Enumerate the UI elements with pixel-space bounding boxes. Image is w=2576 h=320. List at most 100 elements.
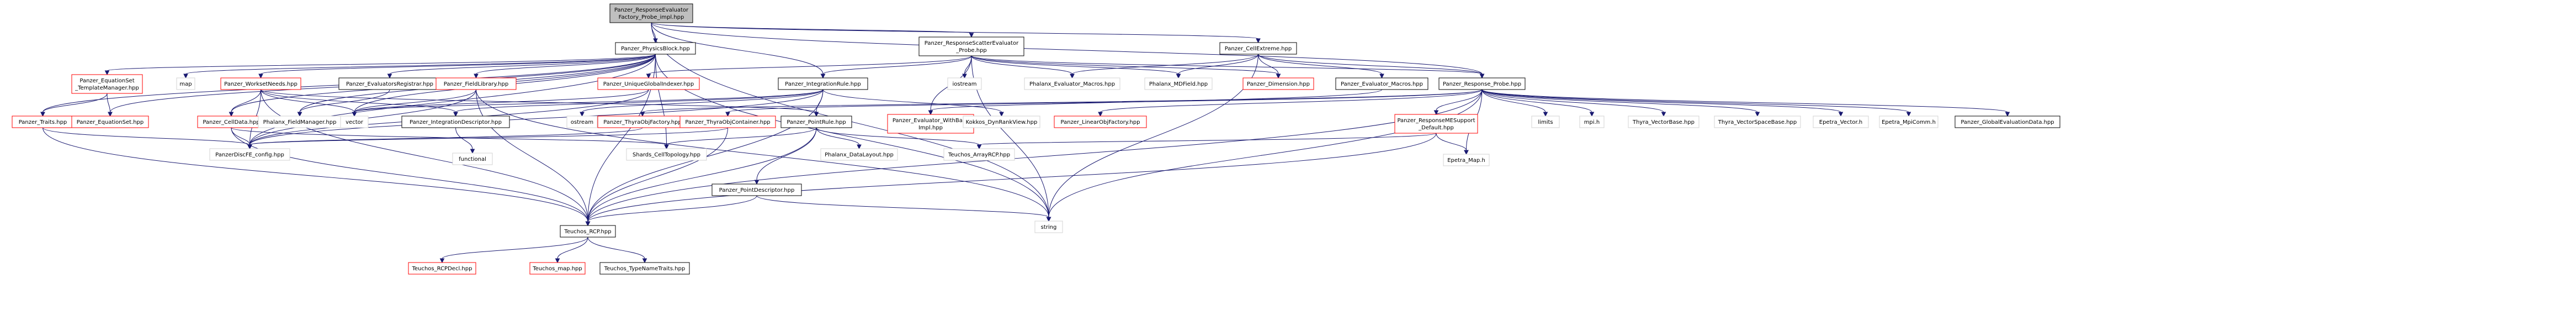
edge-scatter-eval-to-response-probe <box>971 55 1485 79</box>
edge-panzer-eval-macros-to-eval-withbase <box>928 89 1382 116</box>
node-label: Panzer_PhysicsBlock.hpp <box>621 46 690 52</box>
node-box <box>947 77 982 90</box>
edge-integrationrule-to-intdescriptor <box>453 89 824 117</box>
node-responsemesupport[interactable]: Panzer_ResponseMESupport_Default.hpp <box>1394 114 1478 134</box>
node-box <box>820 148 898 161</box>
node-box <box>435 77 517 90</box>
edge-response-probe-to-teuchos-rcp <box>585 89 1483 227</box>
node-map: map <box>176 77 195 90</box>
node-box <box>1034 221 1063 233</box>
node-label: Teuchos_ArrayRCP.hpp <box>948 152 1010 158</box>
node-label: ostream <box>571 119 593 125</box>
node-config: PanzerDiscFE_config.hpp <box>209 148 290 161</box>
node-eqset-base[interactable]: Panzer_EquationSet.hpp <box>71 116 149 128</box>
node-celldata[interactable]: Panzer_CellData.hpp <box>197 116 265 128</box>
node-globalevaldata[interactable]: Panzer_GlobalEvaluationData.hpp <box>1954 116 2060 128</box>
node-physicsblock[interactable]: Panzer_PhysicsBlock.hpp <box>615 42 696 55</box>
node-teuchos-map[interactable]: Teuchos_map.hpp <box>529 262 586 275</box>
node-label: _Default.hpp <box>1418 125 1454 131</box>
node-traits[interactable]: Panzer_Traits.hpp <box>12 116 74 128</box>
node-dimension[interactable]: Panzer_Dimension.hpp <box>1242 77 1314 90</box>
node-box <box>71 116 149 128</box>
edge-responsemesupport-to-epetra-map <box>1436 133 1469 155</box>
edge-evalregistrar-to-phalanx-fieldmgr <box>297 89 390 117</box>
node-intdescriptor[interactable]: Panzer_IntegrationDescriptor.hpp <box>401 116 510 128</box>
node-teuchos-typenametraits[interactable]: Teuchos_TypeNameTraits.hpp <box>599 262 690 275</box>
edge-scatter-eval-to-dimension <box>971 55 1281 79</box>
node-integrationrule[interactable]: Panzer_IntegrationRule.hpp <box>778 77 868 90</box>
node-label: functional <box>459 156 486 162</box>
node-box <box>1714 116 1801 128</box>
node-pointrule[interactable]: Panzer_PointRule.hpp <box>780 116 852 128</box>
edge-responsemesupport-to-teuchos-arrayrcp <box>976 133 1437 150</box>
node-root[interactable]: Panzer_ResponseEvaluatorFactory_Probe_im… <box>609 3 693 23</box>
node-phalanx-eval-macros: Phalanx_Evaluator_Macros.hpp <box>1024 77 1120 90</box>
node-box <box>1335 77 1428 90</box>
node-cellextreme[interactable]: Panzer_CellExtreme.hpp <box>1219 42 1297 55</box>
edge-teuchos-rcp-to-teuchos-typenametraits <box>587 237 647 264</box>
node-fieldlibrary[interactable]: Panzer_FieldLibrary.hpp <box>435 77 517 90</box>
edge-root-to-cellextreme <box>651 22 1261 44</box>
node-response-probe[interactable]: Panzer_Response_Probe.hpp <box>1438 77 1526 90</box>
node-pointdescriptor[interactable]: Panzer_PointDescriptor.hpp <box>711 183 802 196</box>
edge-eqset-tm-to-traits <box>40 93 108 117</box>
node-label: Panzer_ResponseEvaluator <box>614 7 689 13</box>
node-label: Panzer_IntegrationDescriptor.hpp <box>410 119 502 125</box>
node-label: PanzerDiscFE_config.hpp <box>215 152 284 158</box>
node-eqset-tm[interactable]: Panzer_EquationSet_TemplateManager.hpp <box>71 74 143 94</box>
node-box <box>176 77 195 90</box>
edge-cellextreme-to-phalanx-mdfield <box>1176 54 1258 79</box>
node-box <box>599 262 690 275</box>
edge-pointrule-to-pointdescriptor <box>754 127 817 185</box>
edge-worksetneeds-to-celldata <box>229 89 261 117</box>
node-teuchos-arrayrcp: Teuchos_ArrayRCP.hpp <box>943 148 1015 161</box>
node-teuchos-rcpdecl[interactable]: Teuchos_RCPDecl.hpp <box>408 262 476 275</box>
node-linearobjfactory[interactable]: Panzer_LinearObjFactory.hpp <box>1054 116 1147 128</box>
node-label: Impl.hpp <box>918 125 943 131</box>
node-uniqueglobal[interactable]: Panzer_UniqueGlobalIndexer.hpp <box>597 77 700 90</box>
node-thyraobjfactory[interactable]: Panzer_ThyraObjFactory.hpp <box>597 116 688 128</box>
node-epetra-map: Epetra_Map.h <box>1443 154 1490 166</box>
node-label: Epetra_Vector.h <box>1819 119 1862 125</box>
node-box <box>1579 116 1605 128</box>
node-thyra-vectorspacebase: Thyra_VectorSpaceBase.hpp <box>1714 116 1801 128</box>
node-ostream: ostream <box>566 116 598 128</box>
node-box <box>220 77 301 90</box>
node-label: mpi.h <box>1584 119 1600 125</box>
node-panzer-eval-macros[interactable]: Panzer_Evaluator_Macros.hpp <box>1335 77 1428 90</box>
node-label: Thyra_VectorSpaceBase.hpp <box>1718 119 1797 125</box>
node-label: Panzer_FieldLibrary.hpp <box>444 81 508 87</box>
node-label: Panzer_EquationSet <box>79 78 134 84</box>
node-label: Epetra_Map.h <box>1447 158 1485 164</box>
node-label: Panzer_Evaluator_Macros.hpp <box>1341 81 1423 87</box>
node-label: Panzer_EvaluatorsRegistrar.hpp <box>346 81 433 87</box>
node-thyraobjcontainer[interactable]: Panzer_ThyraObjContainer.hpp <box>679 116 776 128</box>
node-box <box>1438 77 1526 90</box>
node-box <box>1144 77 1213 90</box>
node-phalanx-datalayout: Phalanx_DataLayout.hpp <box>820 148 898 161</box>
edge-uniqueglobal-to-vector <box>352 89 649 117</box>
node-worksetneeds[interactable]: Panzer_WorksetNeeds.hpp <box>220 77 301 90</box>
node-box <box>1628 116 1699 128</box>
node-label: Panzer_Response_Probe.hpp <box>1443 81 1521 87</box>
node-label: Panzer_Dimension.hpp <box>1247 81 1310 87</box>
edge-response-probe-to-epetra-vector <box>1481 89 1844 117</box>
node-scatter-eval[interactable]: Panzer_ResponseScatterEvaluator_Probe.hp… <box>918 36 1024 56</box>
node-box <box>943 148 1015 161</box>
edge-teuchos-rcp-to-teuchos-map <box>555 237 588 264</box>
edge-response-probe-to-linearobjfactory <box>1098 89 1483 117</box>
node-label: Panzer_EquationSet.hpp <box>77 119 144 125</box>
node-teuchos-rcp[interactable]: Teuchos_RCP.hpp <box>560 225 616 238</box>
edge-pointdescriptor-to-string <box>756 195 1051 222</box>
node-label: Kokkos_DynRankView.hpp <box>966 119 1038 125</box>
edge-pointdescriptor-to-teuchos-rcp <box>585 195 757 227</box>
node-label: Phalanx_MDField.hpp <box>1149 81 1208 87</box>
node-evalregistrar[interactable]: Panzer_EvaluatorsRegistrar.hpp <box>338 77 441 90</box>
node-label: Panzer_PointRule.hpp <box>787 119 846 125</box>
node-box <box>609 3 693 23</box>
node-thyra-vectorbase: Thyra_VectorBase.hpp <box>1628 116 1699 128</box>
edge-pointrule-to-phalanx-datalayout <box>816 127 862 150</box>
node-box <box>1054 116 1147 128</box>
node-kokkos-dynrank: Kokkos_DynRankView.hpp <box>963 116 1040 128</box>
